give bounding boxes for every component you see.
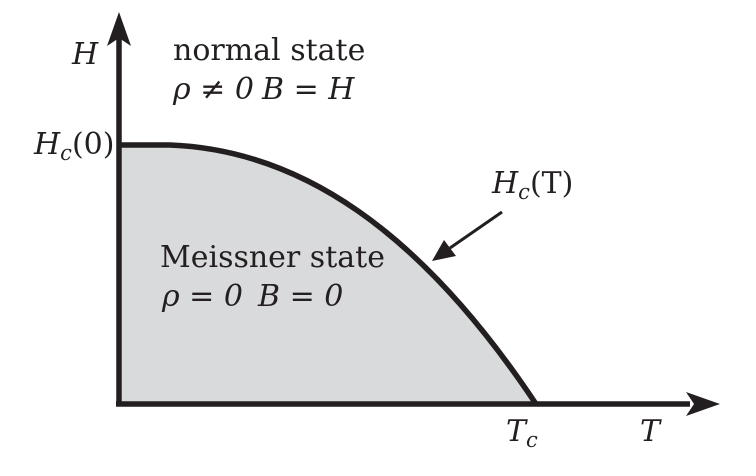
- critical-field-curve: [119, 142, 539, 406]
- normal-state-title: normal state: [173, 33, 365, 68]
- meissner-state-b: B = 0: [257, 279, 343, 314]
- y-axis-arrow-icon: [107, 12, 131, 46]
- normal-state-rho: ρ ≠ 0: [172, 72, 254, 107]
- x-axis-arrow-icon: [686, 392, 720, 416]
- x-axis-label: T: [640, 414, 662, 449]
- tc-label: Tc: [506, 414, 538, 452]
- meissner-state-title: Meissner state: [160, 240, 385, 275]
- meissner-region: [119, 145, 536, 404]
- normal-state-b: B = H: [261, 72, 355, 107]
- pointer-arrow-icon: [432, 240, 456, 261]
- curve-label: Hc(T): [491, 166, 573, 204]
- hc0-label: Hc(0): [33, 127, 114, 165]
- pointer-arrow-line: [449, 210, 503, 250]
- meissner-state-rho: ρ = 0: [161, 279, 243, 314]
- y-axis-label: H: [71, 37, 99, 72]
